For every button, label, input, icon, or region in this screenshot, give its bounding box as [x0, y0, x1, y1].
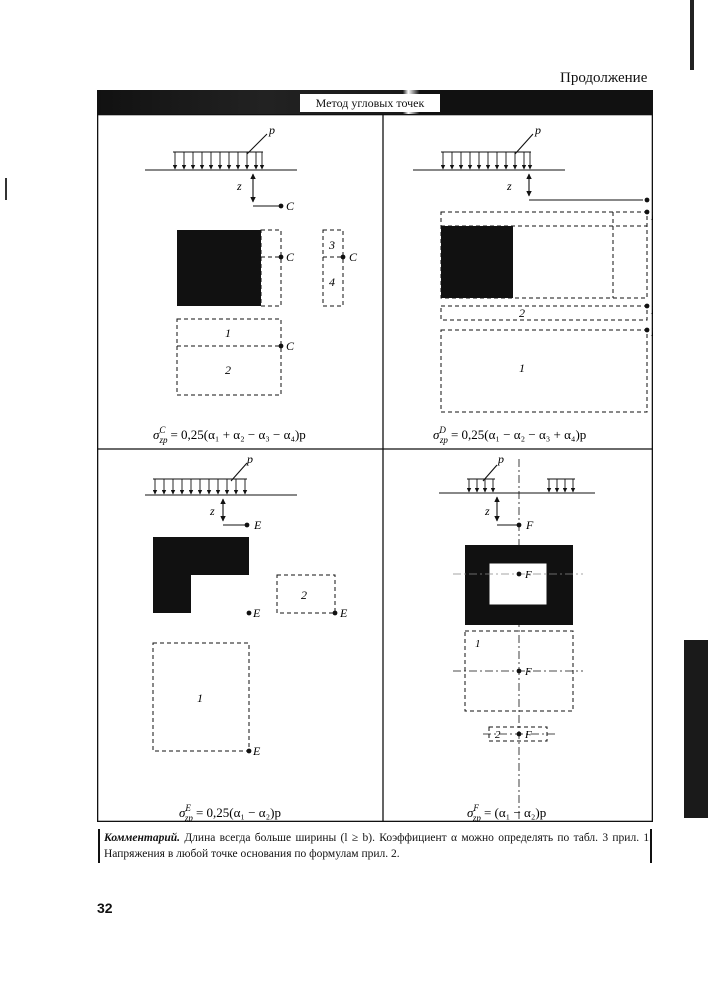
area-label: 3 [328, 238, 335, 252]
point-label: D [650, 303, 653, 317]
page-number: 32 [97, 900, 113, 916]
area-label: 1 [475, 638, 481, 650]
area-label: 1 [519, 361, 525, 375]
point-label: D [652, 193, 653, 207]
depth-label: z [506, 179, 512, 193]
scan-edge-mark [690, 0, 694, 70]
point-label: D [650, 325, 653, 339]
point-label: E [252, 744, 261, 758]
point-label: C [349, 250, 358, 264]
continuation-label: Продолжение [560, 70, 648, 86]
depth-label: z [209, 504, 215, 518]
comment-text: Комментарий. Длина всегда больше ширины … [104, 830, 652, 862]
load-label: p [246, 452, 253, 466]
comment-bar [98, 829, 100, 863]
point-label: F [525, 518, 534, 532]
comment-bar [650, 829, 652, 863]
depth-label: z [484, 504, 490, 518]
chapter-tab [684, 640, 708, 818]
table-title: Метод угловых точек [300, 94, 440, 112]
area-label: 1 [225, 326, 231, 340]
point-label: E [253, 518, 262, 532]
point-label: F [524, 569, 532, 581]
point-label: E [252, 606, 261, 620]
point-label: C [286, 339, 295, 353]
point-label: C [286, 250, 295, 264]
point-label: C [286, 199, 295, 213]
load-label: p [534, 123, 541, 137]
load-label: p [497, 452, 504, 466]
area-label: 2 [301, 588, 307, 602]
load-label: p [268, 123, 275, 137]
scan-edge-mark [5, 178, 7, 200]
point-label: F [524, 729, 532, 741]
comment-body: Длина всегда больше ширины (l ≥ b). Коэф… [104, 832, 652, 860]
point-label: E [339, 606, 348, 620]
area-label: 2 [225, 363, 231, 377]
area-label: 2 [519, 306, 525, 320]
comment-label: Комментарий. [104, 832, 181, 844]
point-label: D [650, 209, 653, 223]
point-label: F [524, 666, 532, 678]
area-label: 2 [495, 729, 501, 741]
area-label: 1 [197, 691, 203, 705]
depth-label: z [236, 179, 242, 193]
area-label: 4 [329, 275, 335, 289]
